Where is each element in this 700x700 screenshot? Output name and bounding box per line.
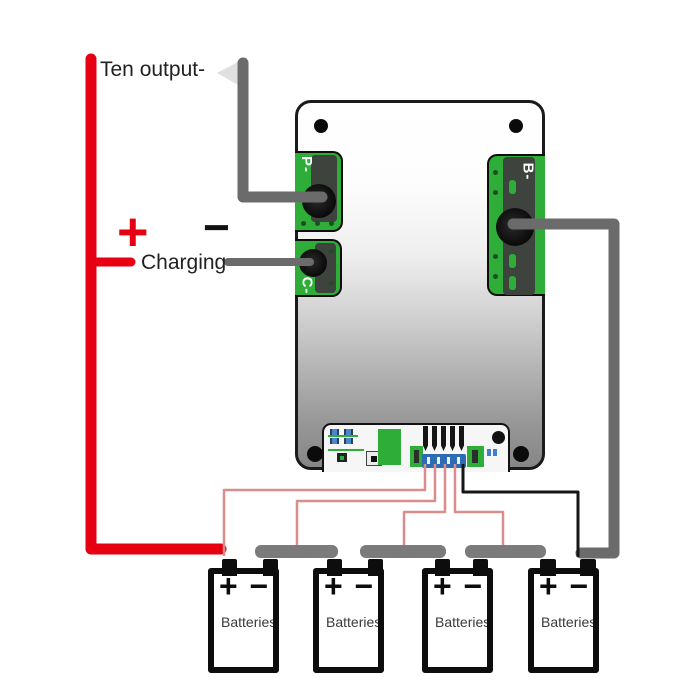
battery-positive-terminal (540, 559, 556, 576)
pcb-trace (328, 435, 358, 437)
battery-positive-terminal (435, 559, 450, 576)
balance-wire-4 (453, 464, 505, 549)
battery-plus-sign: + (324, 568, 343, 604)
connector-pin-mark (437, 457, 440, 464)
terminal-module-c-minus: C- (295, 239, 342, 297)
battery-label: Batteries (326, 614, 378, 630)
chip-dot (340, 456, 344, 460)
pcb-slot (509, 254, 516, 268)
charging-label: Charging (141, 251, 227, 274)
mosfet-pin (441, 426, 446, 451)
smd-resistor (330, 429, 339, 435)
smd-resistor (344, 438, 353, 444)
battery-minus-sign: − (249, 568, 268, 604)
mounting-hole (307, 446, 323, 462)
battery-plus-sign: + (433, 568, 452, 604)
connector-pin-mark (457, 457, 460, 464)
pcb-pad-dot (301, 221, 306, 226)
pcb-pad-dot (315, 221, 320, 226)
smd-resistor (330, 438, 339, 444)
pcb-green-block (378, 429, 401, 465)
battery-plus-sign: + (219, 568, 238, 604)
pack-positive-wire (85, 53, 227, 555)
battery-minus-sign: − (463, 568, 482, 604)
pcb-pad-dot (329, 249, 334, 254)
mounting-hole (513, 446, 529, 462)
series-jumper-2-3 (360, 545, 446, 558)
battery-positive-terminal (222, 559, 237, 576)
pcb-component-area (322, 423, 510, 472)
series-jumper-3-4 (465, 545, 546, 558)
silkscreen-mark (487, 449, 491, 456)
ic-die (371, 456, 377, 462)
mounting-hole (314, 119, 328, 133)
charging-plus-sign: + (117, 202, 149, 262)
battery-plus-sign: + (539, 568, 558, 604)
battery-4: + − Batteries (528, 559, 599, 673)
pack-negative-wire (507, 218, 620, 559)
balance-wire-2 (295, 464, 437, 549)
battery-label: Batteries (435, 614, 487, 630)
pcb-pad-dot (493, 190, 498, 195)
pcb-slot (509, 180, 516, 194)
output-negative-wire (237, 57, 328, 203)
balance-wire-1 (222, 464, 427, 556)
charging-minus-sign: − (203, 201, 230, 253)
battery-minus-sign: − (354, 568, 373, 604)
smd-resistor (344, 429, 353, 435)
battery-2: + − Batteries (313, 559, 384, 673)
battery-negative-terminal (473, 559, 488, 576)
series-jumper-1-2 (255, 545, 338, 558)
battery-label: Batteries (541, 614, 593, 630)
pcb-pad-dot (493, 170, 498, 175)
terminal-slot (472, 450, 478, 463)
pcb-pad-dot (493, 274, 498, 279)
battery-1: + − Batteries (208, 559, 279, 673)
pcb-trace (328, 449, 364, 451)
pcb-pad-dot (493, 254, 498, 259)
pcb-pad-dot (329, 221, 334, 226)
pcb-pad-circle (492, 431, 505, 444)
battery-negative-terminal (368, 559, 383, 576)
connector-pin-mark (447, 457, 450, 464)
battery-negative-terminal (263, 559, 278, 576)
battery-positive-terminal (327, 559, 342, 576)
output-label: Ten output- (100, 58, 206, 81)
pcb-pad-dot (329, 281, 334, 286)
mosfet-pin (432, 426, 437, 451)
terminal-slot (414, 450, 419, 463)
connector-pin-mark (427, 457, 430, 464)
silkscreen-mark (493, 449, 497, 456)
battery-label: Batteries (221, 614, 273, 630)
mosfet-pin (450, 426, 455, 451)
balance-wire-black (461, 464, 580, 557)
mounting-hole (509, 119, 523, 133)
battery-negative-terminal (580, 559, 596, 576)
mosfet-pin (423, 426, 428, 451)
balance-wire-3 (402, 464, 447, 549)
battery-3: + − Batteries (422, 559, 493, 673)
pcb-slot (509, 276, 516, 290)
mosfet-pin (459, 426, 464, 451)
battery-minus-sign: − (569, 568, 588, 604)
